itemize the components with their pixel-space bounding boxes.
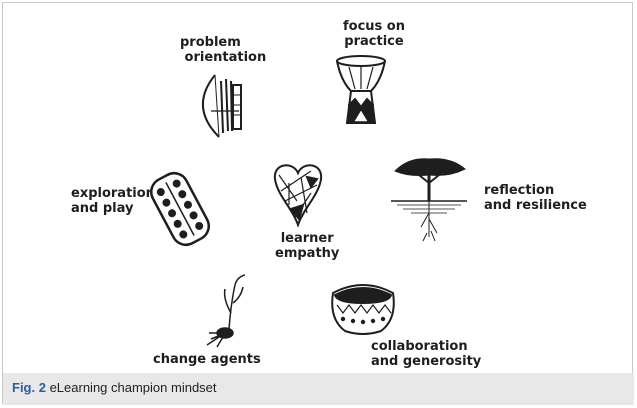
label-collaboration-and-generosity: collaboration and generosity [371, 339, 481, 369]
figure-number: Fig. 2 [12, 380, 46, 395]
figure-frame: problem orientation focus on practice [2, 2, 633, 404]
caption-text: eLearning champion mindset [50, 380, 217, 395]
label-exploration-and-play: exploration and play [71, 186, 155, 216]
heart-icon [271, 161, 325, 227]
label-change-agents: change agents [153, 352, 261, 367]
sprouting-seed-icon [191, 273, 255, 349]
label-focus-on-practice: focus on practice [343, 19, 405, 49]
drum-icon [333, 55, 389, 127]
figure-caption: Fig. 2 eLearning champion mindset [3, 373, 634, 405]
label-learner-empathy: learner empathy [275, 231, 339, 261]
mancala-board-icon [147, 171, 213, 247]
woven-basket-icon [329, 279, 397, 337]
acacia-tree-icon [389, 153, 469, 245]
label-problem-orientation: problem orientation [180, 35, 266, 65]
label-reflection-and-resilience: reflection and resilience [484, 183, 587, 213]
bow-and-arrows-icon [195, 71, 247, 141]
